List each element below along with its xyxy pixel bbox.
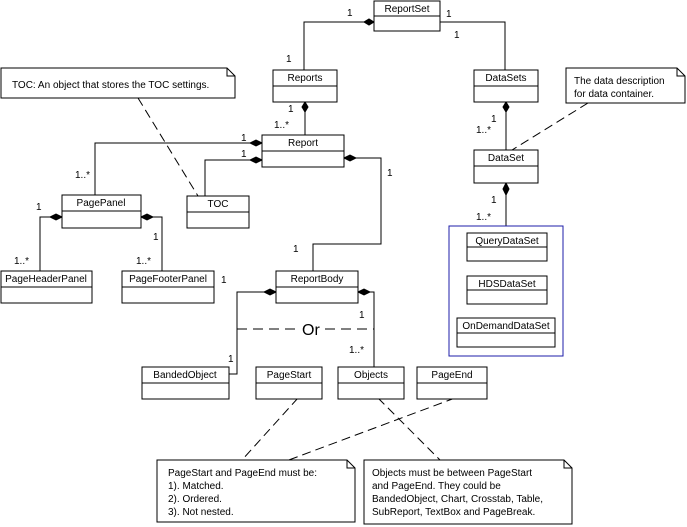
svg-text:PageStart: PageStart — [267, 370, 312, 381]
mult-label: 1 — [491, 195, 497, 206]
mult-label: 1..* — [14, 256, 29, 267]
mult-label: 1 — [454, 30, 460, 41]
class-pagepanel[interactable]: PagePanel — [61, 194, 142, 229]
diamond-dataset-group — [502, 181, 510, 197]
class-dataset[interactable]: DataSet — [473, 149, 539, 184]
mult-label: 1 — [221, 275, 227, 286]
note-connectors — [137, 97, 589, 471]
svg-text:ReportSet: ReportSet — [384, 4, 429, 15]
mult-label: 1..* — [75, 170, 90, 181]
note-line: PageStart and PageEnd must be: — [168, 468, 317, 479]
svg-text:QueryDataSet: QueryDataSet — [475, 236, 539, 247]
mult-label: 1..* — [349, 345, 364, 356]
note-line: 1). Matched. — [168, 481, 224, 492]
mult-label: 1 — [228, 354, 234, 365]
mult-label: 1..* — [476, 212, 491, 223]
diamond-reportbody-banded — [262, 288, 278, 296]
svg-text:PageFooterPanel: PageFooterPanel — [129, 274, 207, 285]
diamond-report-reportbody — [342, 154, 358, 162]
class-report[interactable]: Report — [261, 134, 345, 168]
class-pagefooterpanel[interactable]: PageFooterPanel — [121, 270, 215, 304]
note-line: BandedObject, Chart, Crosstab, Table, — [372, 494, 543, 505]
mult-label: 1 — [153, 232, 159, 243]
class-reportbody[interactable]: ReportBody — [275, 270, 359, 304]
class-querydataset[interactable]: QueryDataSet — [466, 232, 548, 262]
mult-label: 1 — [359, 310, 365, 321]
svg-text:PageHeaderPanel: PageHeaderPanel — [5, 274, 87, 285]
composition-diamonds — [48, 18, 510, 296]
class-reports[interactable]: Reports — [272, 69, 338, 103]
svg-text:Reports: Reports — [287, 73, 322, 84]
note-toc: TOC: An object that stores the TOC setti… — [0, 67, 236, 99]
class-objects[interactable]: Objects — [337, 366, 405, 400]
mult-label: 1..* — [476, 125, 491, 136]
mult-label: 1 — [293, 244, 299, 255]
note-line: SubReport, TextBox and PageBreak. — [372, 507, 535, 518]
svg-text:ReportBody: ReportBody — [291, 274, 344, 285]
class-ondemanddataset[interactable]: OnDemandDataSet — [456, 317, 556, 348]
diamond-reports-report — [301, 101, 309, 113]
diamond-pagepanel-footer — [139, 213, 155, 221]
diamond-reportbody-objects — [356, 288, 372, 296]
mult-label: 1 — [446, 9, 452, 20]
or-constraint: Or — [237, 322, 374, 339]
mult-label: 1 — [241, 133, 247, 144]
note-line: for data container. — [574, 89, 654, 100]
mult-label: 1 — [387, 168, 393, 179]
diamond-report-toc — [248, 156, 264, 164]
class-pagestart[interactable]: PageStart — [255, 366, 323, 400]
class-pageheaderpanel[interactable]: PageHeaderPanel — [0, 270, 93, 304]
association-lines — [39, 21, 507, 375]
diamond-pagepanel-header — [48, 213, 64, 221]
or-label: Or — [302, 322, 320, 339]
svg-text:DataSets: DataSets — [485, 73, 526, 84]
multiplicities: 1 1 1 1 1 1..* 1 1..* 1 1 1..* 1 1..* 1 … — [14, 8, 497, 365]
svg-text:HDSDataSet: HDSDataSet — [478, 279, 535, 290]
mult-label: 1 — [288, 104, 294, 115]
mult-label: 1 — [36, 202, 42, 213]
svg-text:Objects: Objects — [354, 370, 388, 381]
class-hdsdataset[interactable]: HDSDataSet — [466, 275, 548, 305]
note-line: 3). Not nested. — [168, 507, 234, 518]
svg-text:TOC: TOC — [208, 199, 229, 210]
mult-label: 1 — [286, 54, 292, 65]
mult-label: 1..* — [136, 256, 151, 267]
note-data-description: The data description for data container. — [565, 67, 686, 104]
class-toc[interactable]: TOC — [186, 195, 250, 229]
note-line: The data description — [574, 76, 665, 87]
diamond-report-pagepanel — [248, 139, 264, 147]
note-line: and PageEnd. They could be — [372, 481, 501, 492]
mult-label: 1 — [347, 8, 353, 19]
svg-text:OnDemandDataSet: OnDemandDataSet — [462, 321, 549, 332]
note-pagestart-rules: PageStart and PageEnd must be: 1). Match… — [156, 459, 356, 523]
svg-text:Report: Report — [288, 138, 318, 149]
mult-label: 1 — [491, 114, 497, 125]
diamond-reportset-reports — [363, 18, 375, 26]
note-line: 2). Ordered. — [168, 494, 222, 505]
class-bandedobject[interactable]: BandedObject — [141, 366, 230, 400]
dataset-types-group — [448, 225, 564, 357]
note-line: Objects must be between PageStart — [372, 468, 532, 479]
class-datasets[interactable]: DataSets — [473, 69, 539, 103]
class-pageend[interactable]: PageEnd — [416, 366, 488, 400]
note-line: TOC: An object that stores the TOC setti… — [12, 80, 209, 91]
svg-text:DataSet: DataSet — [488, 153, 524, 164]
diamond-datasets-dataset — [502, 101, 510, 113]
svg-text:PageEnd: PageEnd — [431, 370, 472, 381]
mult-label: 1 — [241, 149, 247, 160]
note-objects-rules: Objects must be between PageStart and Pa… — [363, 459, 573, 525]
svg-text:PagePanel: PagePanel — [77, 198, 126, 209]
mult-label: 1..* — [274, 120, 289, 131]
class-reportset[interactable]: ReportSet — [373, 0, 441, 32]
svg-text:BandedObject: BandedObject — [153, 370, 217, 381]
